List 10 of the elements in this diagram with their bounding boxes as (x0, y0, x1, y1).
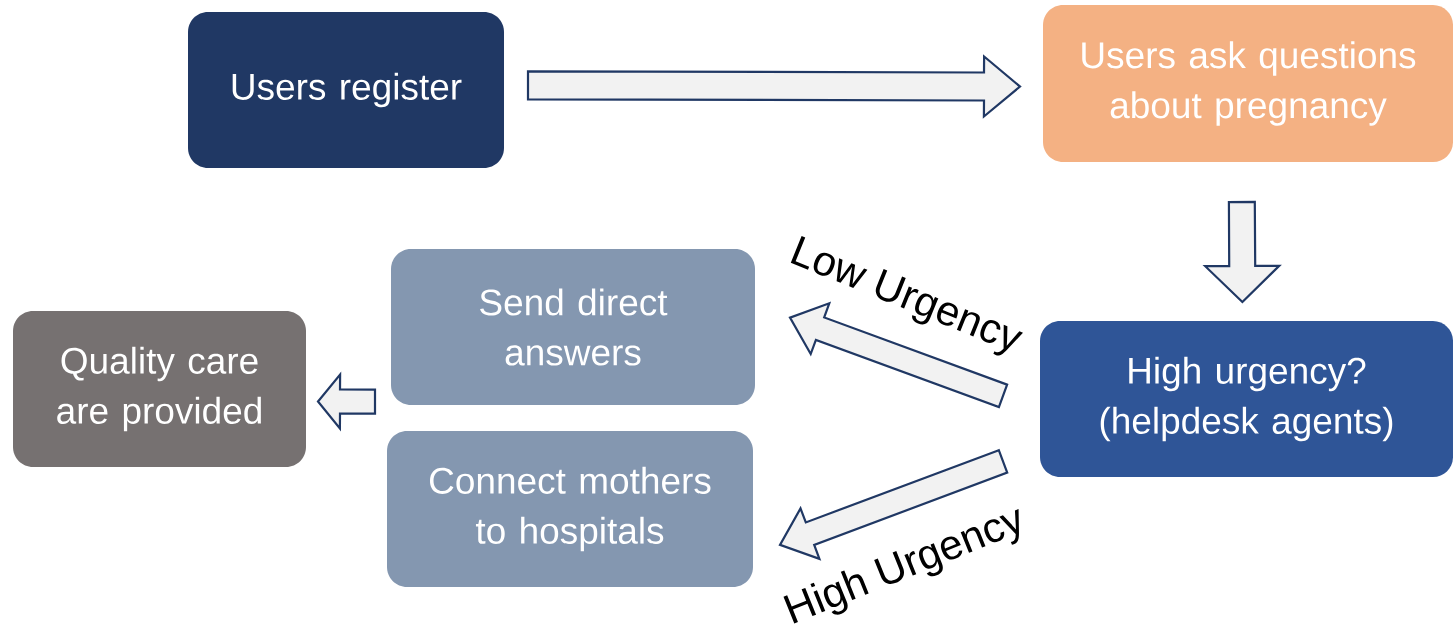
block-arrow (788, 301, 1009, 409)
block-arrow (1202, 200, 1282, 304)
process-box: High urgency? (helpdesk agents) (1040, 321, 1453, 477)
process-box: Users register (188, 12, 504, 168)
process-box: Connect mothers to hospitals (387, 431, 753, 587)
process-box: Quality care are provided (13, 311, 306, 467)
process-box: Send direct answers (391, 249, 755, 405)
block-arrow (526, 54, 1022, 119)
process-box: Users ask questions about pregnancy (1043, 5, 1453, 162)
block-arrow (316, 371, 377, 432)
